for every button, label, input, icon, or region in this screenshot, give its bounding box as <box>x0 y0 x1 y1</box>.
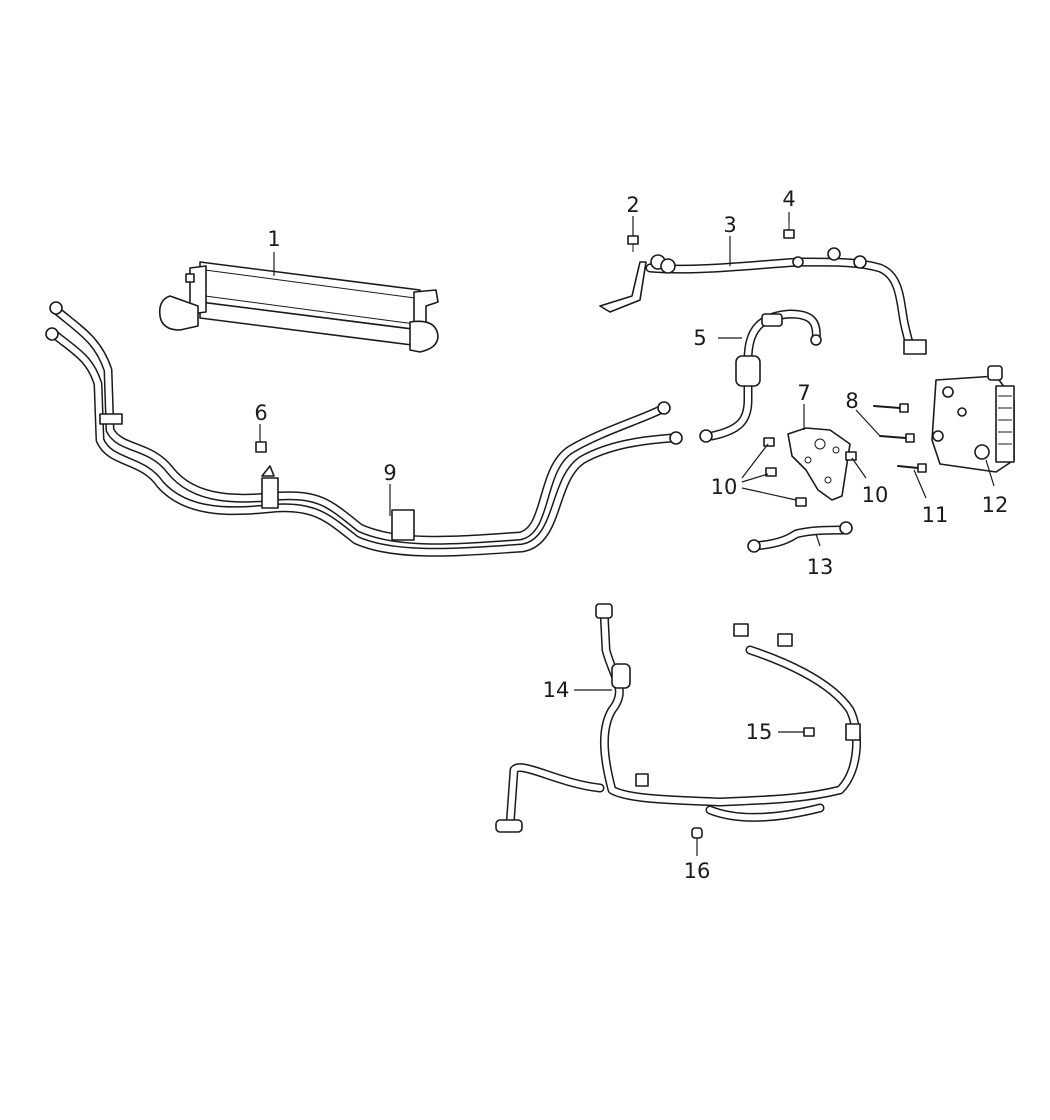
callout-7: 7 <box>797 381 810 405</box>
bracket-part-7 <box>787 427 851 501</box>
callout-labels: 1 2 3 4 5 6 7 8 9 10 10 11 12 13 14 15 1… <box>254 187 1008 883</box>
bolts-part-10 <box>763 437 857 507</box>
bolt-part-15 <box>803 727 815 737</box>
clip-part-16 <box>691 827 703 839</box>
oil-cooler-housing-part-12 <box>931 365 1015 473</box>
bolt-part-11 <box>897 463 927 473</box>
callout-10-left: 10 <box>711 475 738 499</box>
bolt-part-6 <box>255 441 267 453</box>
line-assembly-part-14 <box>495 603 862 833</box>
callout-15: 15 <box>746 720 773 744</box>
cooler-line-part-3 <box>599 247 927 355</box>
tube-part-13 <box>747 521 853 553</box>
callout-6: 6 <box>254 401 267 425</box>
callout-12: 12 <box>982 493 1009 517</box>
cooler-line-part-5 <box>699 309 822 443</box>
callout-2: 2 <box>626 193 639 217</box>
oil-cooler-part-1 <box>158 261 439 353</box>
cooler-line-assembly-part-9 <box>45 301 683 557</box>
callout-13: 13 <box>807 555 834 579</box>
callout-9: 9 <box>383 461 396 485</box>
callout-1: 1 <box>267 227 280 251</box>
bolts-part-8 <box>873 403 915 443</box>
callout-10-right: 10 <box>862 483 889 507</box>
callout-16: 16 <box>684 859 711 883</box>
bolt-part-4 <box>783 222 795 239</box>
callout-3: 3 <box>723 213 736 237</box>
callout-11: 11 <box>922 503 949 527</box>
leader-lines <box>259 212 995 856</box>
bolt-part-2 <box>627 235 639 252</box>
callout-5: 5 <box>693 326 706 350</box>
callout-4: 4 <box>782 187 795 211</box>
callout-8: 8 <box>845 389 858 413</box>
callout-14: 14 <box>543 678 570 702</box>
